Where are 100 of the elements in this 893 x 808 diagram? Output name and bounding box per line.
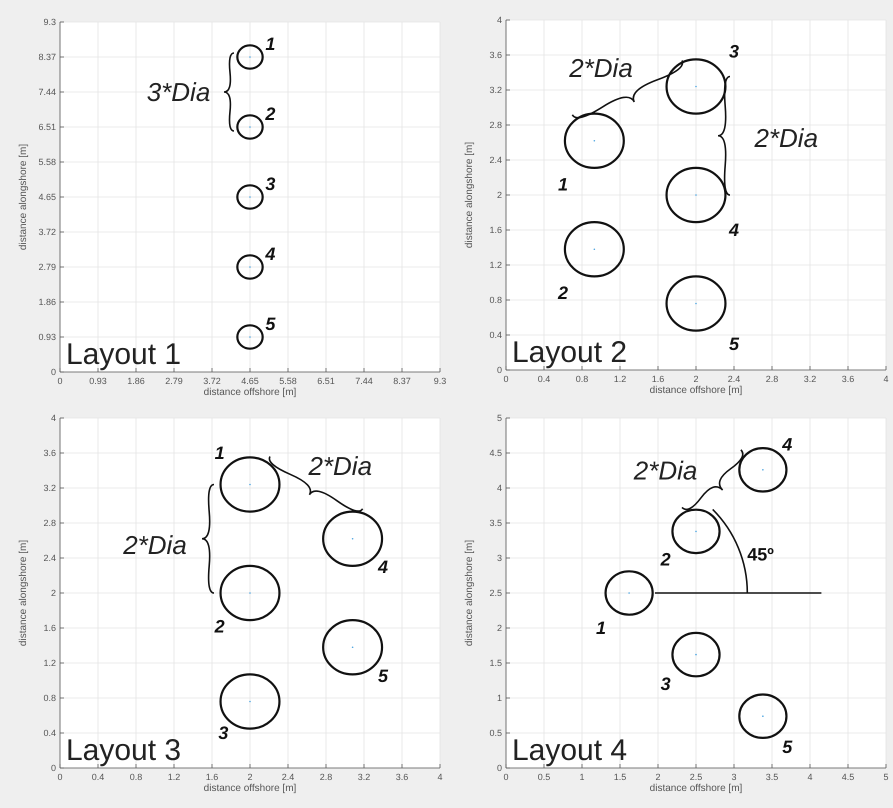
point-number: 1 <box>558 174 568 194</box>
tick-label: 1.5 <box>489 658 502 668</box>
tick-label: 0 <box>58 376 62 386</box>
tick-label: 7.44 <box>355 376 373 386</box>
tick-label: 9.3 <box>434 376 446 386</box>
tick-label: 2.79 <box>38 262 56 272</box>
dimension-label: 3*Dia <box>146 77 210 107</box>
tick-label: 1.2 <box>489 260 502 270</box>
tick-label: 1.6 <box>43 623 56 633</box>
dimension-label: 2*Dia <box>569 53 633 84</box>
tick-label: 3 <box>496 553 502 563</box>
point-number: 3 <box>729 42 739 62</box>
tick-label: 1.86 <box>127 376 145 386</box>
tick-label: 5 <box>884 772 888 782</box>
tick-label: 5 <box>496 413 502 423</box>
point-number: 2 <box>558 283 568 303</box>
dimension-label: 2*Dia <box>308 451 372 482</box>
tick-label: 4 <box>808 772 812 782</box>
point-number: 3 <box>265 174 276 194</box>
tick-label: 1 <box>496 693 502 703</box>
tick-label: 2.79 <box>165 376 183 386</box>
tick-label: 8.37 <box>38 52 56 62</box>
tick-label: 0 <box>50 763 56 773</box>
axis-label: distance alongshore [m] <box>464 142 475 248</box>
tick-label: 2 <box>656 772 660 782</box>
tick-label: 2.4 <box>489 155 502 165</box>
tick-label: 0.8 <box>130 772 142 782</box>
layout-title: Layout 3 <box>66 734 182 767</box>
point-number: 5 <box>378 666 388 686</box>
tick-label: 0.4 <box>489 330 502 340</box>
axis-label: distance alongshore [m] <box>464 540 475 646</box>
tick-label: 1.6 <box>489 225 502 235</box>
tick-label: 8.37 <box>393 376 411 386</box>
point-number: 3 <box>660 674 671 694</box>
tick-label: 3.2 <box>489 85 502 95</box>
tick-label: 2 <box>496 623 502 633</box>
tick-label: 2.4 <box>43 553 56 563</box>
tick-label: 0.4 <box>43 728 56 738</box>
tick-label: 1.86 <box>38 297 56 307</box>
point-number: 4 <box>782 434 792 455</box>
tick-label: 3.6 <box>489 50 502 60</box>
tick-label: 4.5 <box>842 772 854 782</box>
tick-label: 5.58 <box>279 376 297 386</box>
tick-label: 9.3 <box>43 17 56 27</box>
tick-label: 6.51 <box>317 376 335 386</box>
layout-title: Layout 4 <box>512 734 628 767</box>
axis-label: distance offshore [m] <box>204 783 296 794</box>
point-number: 2 <box>660 549 671 570</box>
tick-label: 4.65 <box>241 376 259 386</box>
tick-label: 0.8 <box>43 693 56 703</box>
tick-label: 3.5 <box>489 518 502 528</box>
tick-label: 1.2 <box>614 374 626 384</box>
axis-label: distance alongshore [m] <box>18 540 29 646</box>
tick-label: 0.93 <box>89 376 107 386</box>
tick-label: 2.4 <box>728 374 740 384</box>
tick-label: 3.2 <box>804 374 816 384</box>
point-number: 5 <box>265 314 276 334</box>
tick-label: 2 <box>694 374 698 384</box>
tick-label: 1.5 <box>614 772 626 782</box>
tick-label: 1.2 <box>168 772 180 782</box>
tick-label: 0 <box>504 374 508 384</box>
tick-label: 2 <box>248 772 252 782</box>
tick-label: 6.51 <box>38 122 56 132</box>
tick-label: 3 <box>732 772 736 782</box>
tick-label: 0.5 <box>489 728 502 738</box>
tick-label: 3.2 <box>43 483 56 493</box>
layout-title: Layout 2 <box>512 336 628 369</box>
point-number: 2 <box>214 616 225 636</box>
tick-label: 0.93 <box>38 332 56 342</box>
axis-label: distance offshore [m] <box>650 385 742 396</box>
tick-label: 0.4 <box>538 374 550 384</box>
dimension-label: 2*Dia <box>754 123 818 154</box>
tick-label: 3.5 <box>766 772 778 782</box>
tick-label: 4 <box>438 772 442 782</box>
tick-label: 1.2 <box>43 658 56 668</box>
tick-label: 4 <box>496 483 502 493</box>
tick-label: 0 <box>50 367 56 377</box>
axis-label: distance alongshore [m] <box>18 144 29 250</box>
point-number: 2 <box>265 104 276 124</box>
point-number: 1 <box>596 618 606 638</box>
axis-label: distance offshore [m] <box>204 387 296 398</box>
tick-label: 4.65 <box>38 192 56 202</box>
tick-label: 3.72 <box>38 227 56 237</box>
tick-label: 4 <box>50 413 56 423</box>
point-number: 1 <box>265 34 276 54</box>
tick-label: 4 <box>884 374 888 384</box>
tick-label: 3.72 <box>203 376 221 386</box>
tick-label: 0.4 <box>92 772 104 782</box>
dimension-label: 2*Dia <box>634 456 698 486</box>
axis-label: distance offshore [m] <box>650 783 742 794</box>
point-number: 4 <box>265 244 276 264</box>
tick-label: 2.5 <box>690 772 702 782</box>
tick-label: 2 <box>496 190 502 200</box>
tick-label: 1.6 <box>652 374 664 384</box>
tick-label: 7.44 <box>38 87 56 97</box>
tick-label: 0 <box>58 772 62 782</box>
tick-label: 2 <box>50 588 56 598</box>
dimension-label: 2*Dia <box>123 530 187 560</box>
tick-label: 0.5 <box>538 772 550 782</box>
point-number: 3 <box>218 723 228 743</box>
